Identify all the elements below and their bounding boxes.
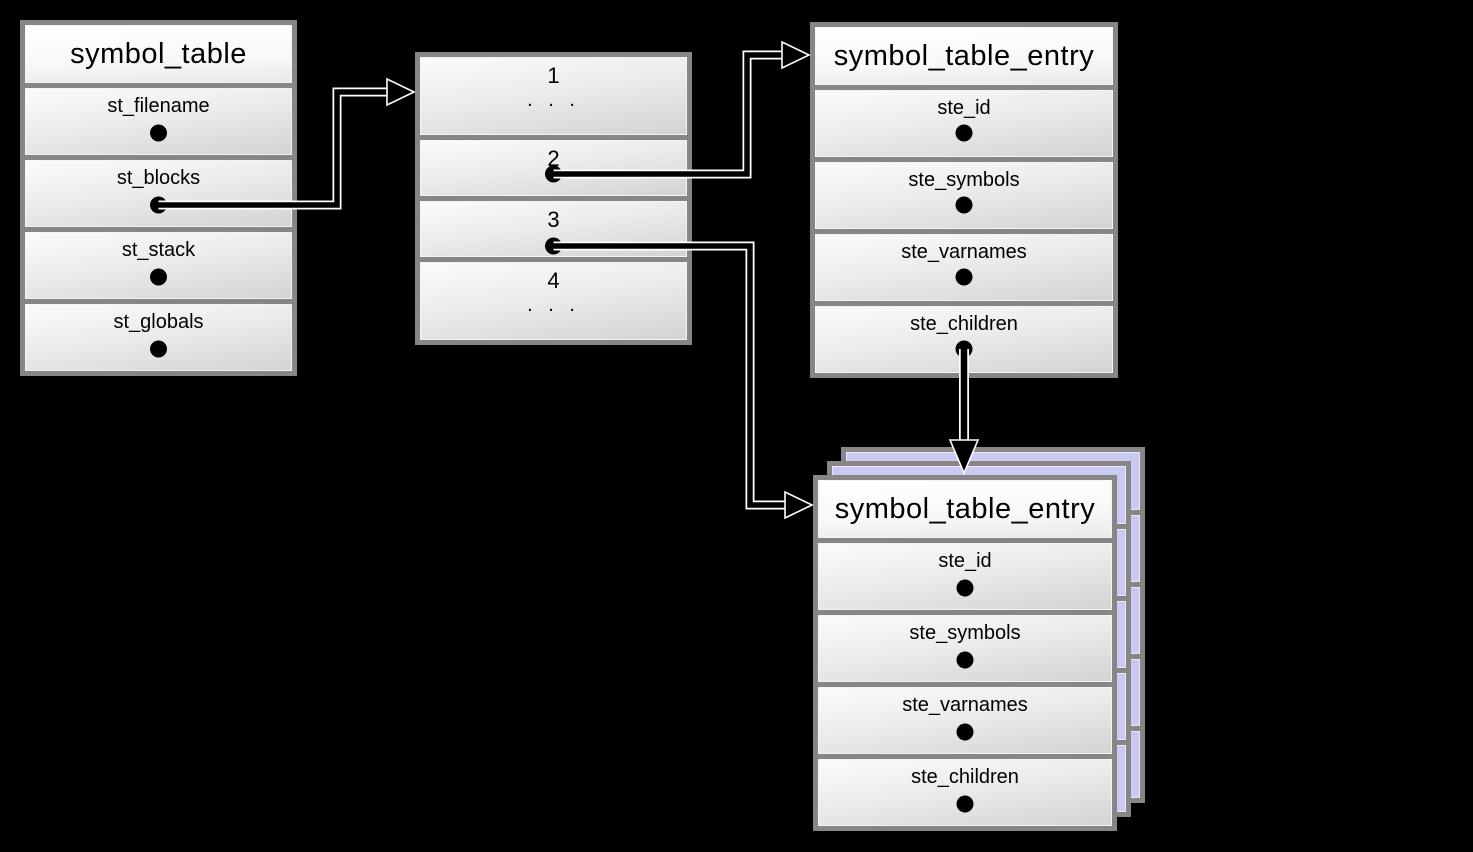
array-index-1: 1: [547, 63, 560, 88]
symbol-table-box: symbol_table st_filename st_blocks st_st…: [20, 20, 297, 376]
field-cell-st-stack: st_stack: [25, 232, 292, 299]
symbol-table-entry-stack: symbol_table_entry symbol_table_entry sy…: [813, 447, 1145, 831]
array-cell-4: 4 . . .: [420, 262, 687, 340]
field-label-st-stack: st_stack: [121, 239, 196, 261]
array-ellipsis-4: . . .: [527, 294, 580, 316]
field-label-st-blocks: st_blocks: [116, 167, 201, 189]
field-label-st-filename: st_filename: [107, 95, 210, 117]
symbol-table-title: symbol_table: [70, 37, 247, 70]
field-cell-ste-varnames: ste_varnames: [815, 234, 1113, 301]
field-label-ste-id: ste_id: [937, 97, 991, 119]
child-entry-title: symbol_table_entry: [834, 492, 1096, 525]
field-cell-child-ste-id: ste_id: [818, 543, 1112, 610]
blocks-array-box: 1 . . . 2 3 4 . . .: [415, 52, 692, 345]
field-label-child-ste-id: ste_id: [938, 550, 992, 572]
array-index-4: 4: [547, 268, 560, 293]
field-cell-child-ste-children: ste_children: [818, 759, 1112, 826]
field-label-child-ste-varnames: ste_varnames: [902, 694, 1028, 716]
field-cell-ste-children: ste_children: [815, 306, 1113, 373]
field-cell-st-filename: st_filename: [25, 88, 292, 155]
symbol-table-entry-title: symbol_table_entry: [833, 39, 1095, 72]
field-cell-child-ste-symbols: ste_symbols: [818, 615, 1112, 682]
array-ellipsis-1: . . .: [527, 89, 580, 111]
arrowhead-right-icon: [784, 490, 814, 520]
field-label-ste-children: ste_children: [910, 313, 1018, 335]
arrowhead-right-icon: [781, 40, 811, 70]
field-cell-st-blocks: st_blocks: [25, 160, 292, 227]
field-label-ste-symbols: ste_symbols: [908, 169, 1020, 191]
arrowhead-right-icon: [386, 77, 416, 107]
field-label-ste-varnames: ste_varnames: [901, 241, 1027, 263]
array-index-2: 2: [547, 146, 560, 171]
field-cell-child-ste-varnames: ste_varnames: [818, 687, 1112, 754]
array-cell-1: 1 . . .: [420, 57, 687, 135]
field-cell-ste-symbols: ste_symbols: [815, 162, 1113, 229]
array-index-3: 3: [547, 207, 560, 232]
field-cell-ste-id: ste_id: [815, 90, 1113, 157]
symbol-table-header-cell: symbol_table: [25, 25, 292, 83]
array-cell-2: 2: [420, 140, 687, 196]
field-cell-st-globals: st_globals: [25, 304, 292, 371]
field-label-child-ste-symbols: ste_symbols: [909, 622, 1021, 644]
field-label-st-globals: st_globals: [113, 311, 204, 333]
symbol-table-entry-header-cell: symbol_table_entry: [815, 27, 1113, 85]
symbol-table-entry-box: symbol_table_entry ste_id ste_symbols st…: [810, 22, 1118, 378]
child-entry-header-cell: symbol_table_entry: [818, 480, 1112, 538]
array-cell-3: 3: [420, 201, 687, 257]
symbol-table-entry-child-box: symbol_table_entry ste_id ste_symbols st…: [813, 475, 1117, 831]
field-label-child-ste-children: ste_children: [911, 766, 1019, 788]
